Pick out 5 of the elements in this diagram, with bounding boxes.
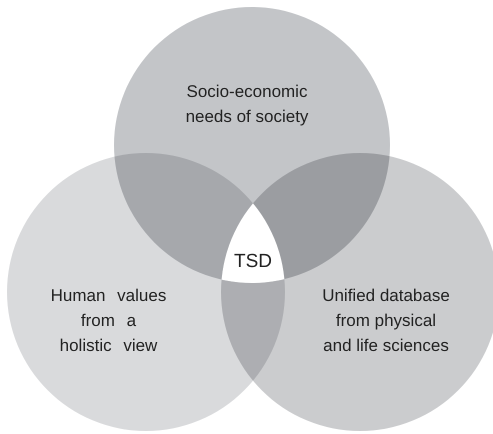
circle-label: Human values from a holistic view (50, 285, 167, 357)
center-intersection (220, 202, 286, 286)
center-label: TSD (233, 250, 273, 274)
circle-label: Unified database from physical and life sciences (321, 285, 451, 357)
circle-label: Socio-economic needs of society (184, 81, 310, 128)
